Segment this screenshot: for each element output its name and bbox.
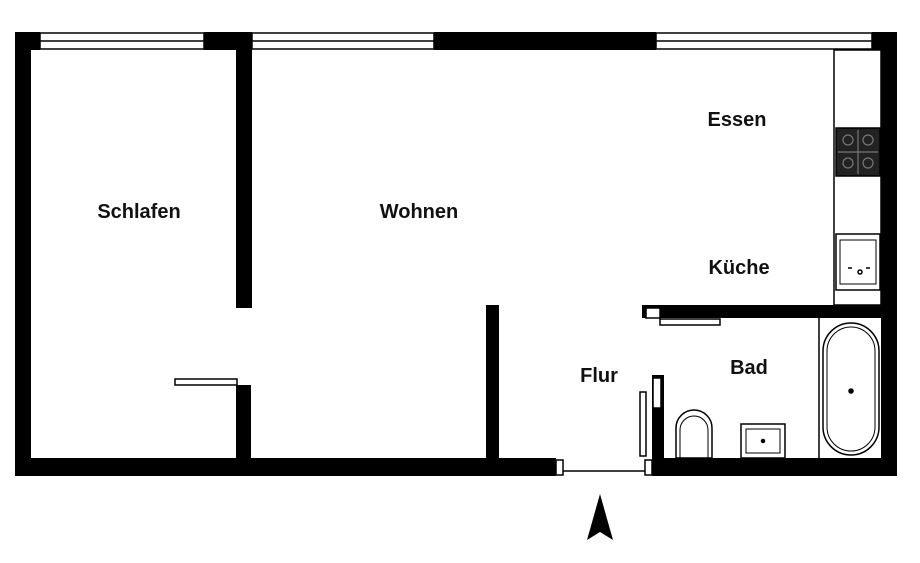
stove-burners [838,130,878,174]
wall-wohnen-flur [486,305,499,460]
label-bad: Bad [730,357,768,379]
door-flur-side [639,391,647,457]
wall-schlafen-wohnen-lower [236,385,251,461]
toilet-icon [675,409,713,459]
window-wohnen [251,32,435,50]
windows [39,32,873,50]
left-wall [15,32,31,476]
top-wall-pier-2 [434,32,656,50]
label-wohnen: Wohnen [380,201,459,223]
label-essen: Essen [708,109,767,131]
washbasin-icon [740,423,786,459]
entrance-jamb-left [555,459,564,476]
kitchen [833,49,882,306]
entrance-arrow-icon [587,494,613,540]
door-bad-frame [645,307,661,319]
window-schlafen [39,32,205,50]
window-essen [655,32,873,50]
right-wall [881,32,897,476]
exterior-walls [15,32,897,476]
top-wall-pier-1 [204,32,252,50]
bathtub-drain [848,388,854,394]
door-bad [659,318,721,326]
kitchen-counter [833,49,882,306]
entrance-jamb-right [644,459,653,476]
bottom-wall-left [15,458,556,476]
label-kueche: Küche [708,257,769,279]
doors [174,307,721,476]
kitchen-sink-icon [835,233,881,291]
door-schlafen [174,378,238,386]
interior-walls [236,50,881,461]
wall-kueche-bad [642,305,881,318]
bathroom [675,318,880,459]
label-flur: Flur [580,365,618,387]
bottom-wall-right [652,458,897,476]
wall-schlafen-wohnen-upper [236,50,252,308]
door-flur-jamb [652,377,662,409]
label-schlafen: Schlafen [97,201,180,223]
